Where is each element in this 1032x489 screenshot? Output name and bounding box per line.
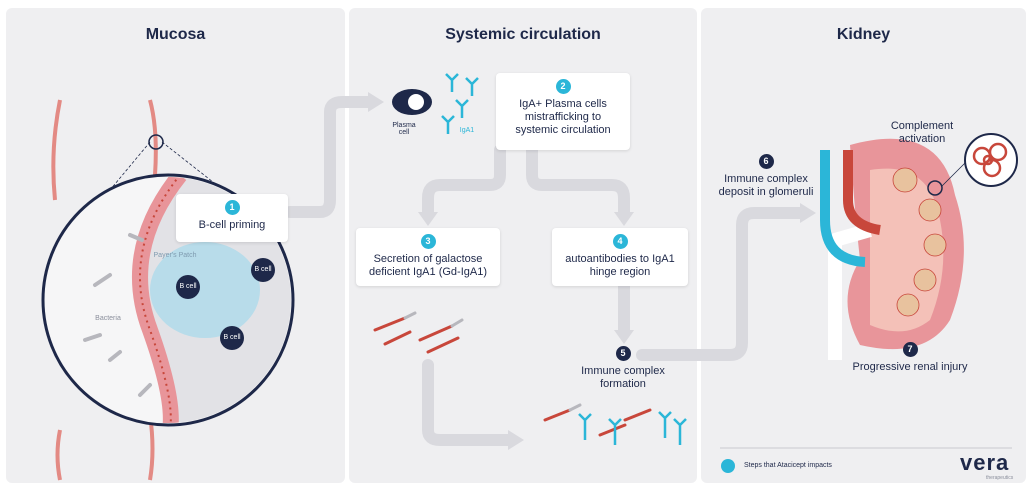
step-2-label: 2 IgA+ Plasma cells mistrafficking to sy… [496,73,630,150]
step-6-text: Immune complex deposit in glomeruli [718,173,814,198]
plasma-cell-label: Plasma cell [392,122,416,136]
step-1-number: 1 [224,200,240,215]
step-3-text: Secretion of galactose deficient IgA1 (G… [368,253,487,278]
panel-title-systemic-circulation: Systemic circulation [445,26,601,43]
step-5-text: Immune complex formation [581,365,665,390]
peyers-patch-label: Payer's Patch [153,252,197,259]
legend-dot [721,459,735,473]
step-6-number: 6 [758,154,774,169]
arrow-heads [368,92,816,450]
vera-logo-subtitle: therapeutics [986,475,1014,481]
flow-arrows [284,96,806,446]
step-4-label: 4 autoantibodies to IgA1 hinge region [552,228,688,286]
step-1-text: B-cell priming [198,219,266,231]
b-cell-label-2: B cell [254,266,272,273]
gd-iga1-molecules [373,311,652,437]
b-cell-label-3: B cell [223,334,241,341]
step-1-label: 1 B-cell priming [176,194,288,242]
step-7-number: 7 [902,342,918,357]
iga1-label: IgA1 [459,127,475,134]
step-5-number: 5 [615,346,631,361]
step-3-number: 3 [420,234,436,249]
step-4-number: 4 [612,234,628,249]
step-7-label: 7 Progressive renal injury [830,342,990,374]
bacteria-label: Bacteria [95,315,121,322]
step-4-text: autoantibodies to IgA1 hinge region [565,253,675,278]
zoom-source-circle [148,134,164,150]
b-cell-label-1: B cell [179,283,197,290]
iga1-antibodies [441,73,479,134]
legend-text: Steps that Atacicept impacts [744,462,832,469]
complement-activation-label: Complement activation [890,120,954,145]
step-2-text: IgA+ Plasma cells mistrafficking to syst… [515,98,611,136]
immune-complex-antibodies [578,411,687,445]
panel-title-mucosa: Mucosa [145,26,206,43]
step-2-number: 2 [555,79,571,94]
panel-title-kidney: Kidney [836,26,891,43]
step-7-text: Progressive renal injury [852,361,968,373]
step-6-label: 6 Immune complex deposit in glomeruli [706,154,826,199]
vera-logo: vera [960,450,1010,475]
step-3-label: 3 Secretion of galactose deficient IgA1 … [356,228,500,286]
step-5-label: 5 Immune complex formation [560,346,686,391]
